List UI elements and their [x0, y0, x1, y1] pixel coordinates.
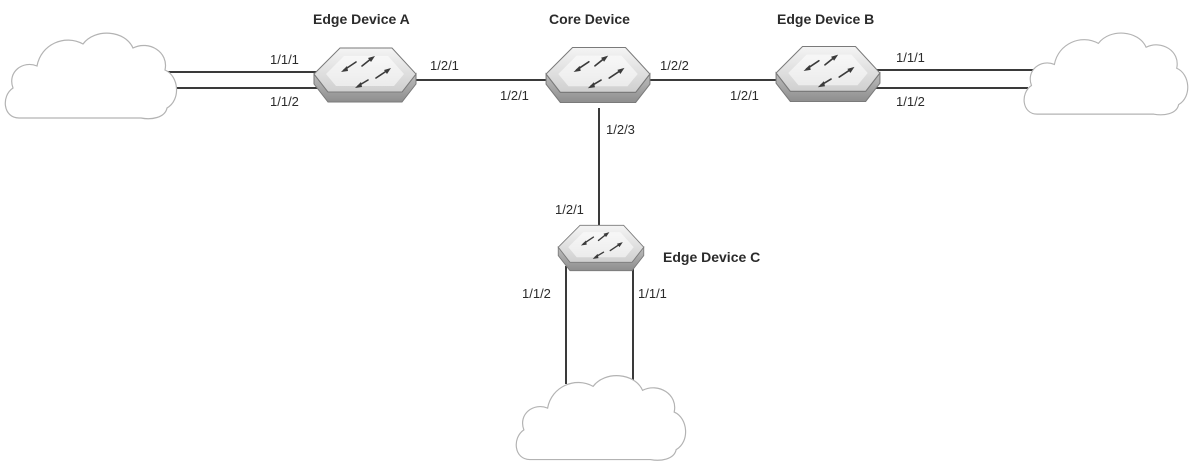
edge-device-a-port-1-2-1: 1/2/1 — [430, 58, 459, 73]
cloud-icon — [515, 375, 687, 461]
edge-device-a: Edge Device A 1/1/1 1/1/2 1/2/1 — [270, 11, 459, 109]
edge-device-b-title: Edge Device B — [777, 11, 874, 27]
edge-device-a-port-1-1-2: 1/1/2 — [270, 94, 299, 109]
edge-device-c-port-1-1-2: 1/1/2 — [522, 286, 551, 301]
cloud-left — [4, 32, 178, 120]
edge-device-b-port-1-1-2: 1/1/2 — [896, 94, 925, 109]
switch-icon — [775, 45, 881, 103]
edge-device-b-port-1-1-1: 1/1/1 — [896, 50, 925, 65]
core-device: Core Device 1/2/1 1/2/2 1/2/3 — [500, 11, 689, 137]
core-device-port-1-2-1: 1/2/1 — [500, 88, 529, 103]
edge-device-b-port-1-2-1: 1/2/1 — [730, 88, 759, 103]
edge-device-c-port-1-1-1: 1/1/1 — [638, 286, 667, 301]
switch-icon — [545, 46, 651, 104]
core-device-port-1-2-2: 1/2/2 — [660, 58, 689, 73]
edge-device-a-port-1-1-1: 1/1/1 — [270, 52, 299, 67]
edge-device-c: Edge Device C 1/2/1 1/1/2 1/1/1 — [522, 202, 760, 301]
cloud-right — [1023, 32, 1189, 116]
core-device-port-1-2-3: 1/2/3 — [606, 122, 635, 137]
links — [158, 69, 1040, 384]
edge-device-b: Edge Device B 1/2/1 1/1/1 1/1/2 — [730, 11, 925, 109]
switch-icon — [557, 224, 645, 272]
edge-device-c-title: Edge Device C — [663, 249, 760, 265]
edge-device-a-title: Edge Device A — [313, 11, 410, 27]
cloud-icon — [1023, 32, 1189, 116]
core-device-title: Core Device — [549, 11, 630, 27]
cloud-bottom — [515, 375, 687, 461]
edge-device-c-port-1-2-1: 1/2/1 — [555, 202, 584, 217]
cloud-icon — [4, 32, 178, 120]
switch-icon — [313, 47, 417, 103]
